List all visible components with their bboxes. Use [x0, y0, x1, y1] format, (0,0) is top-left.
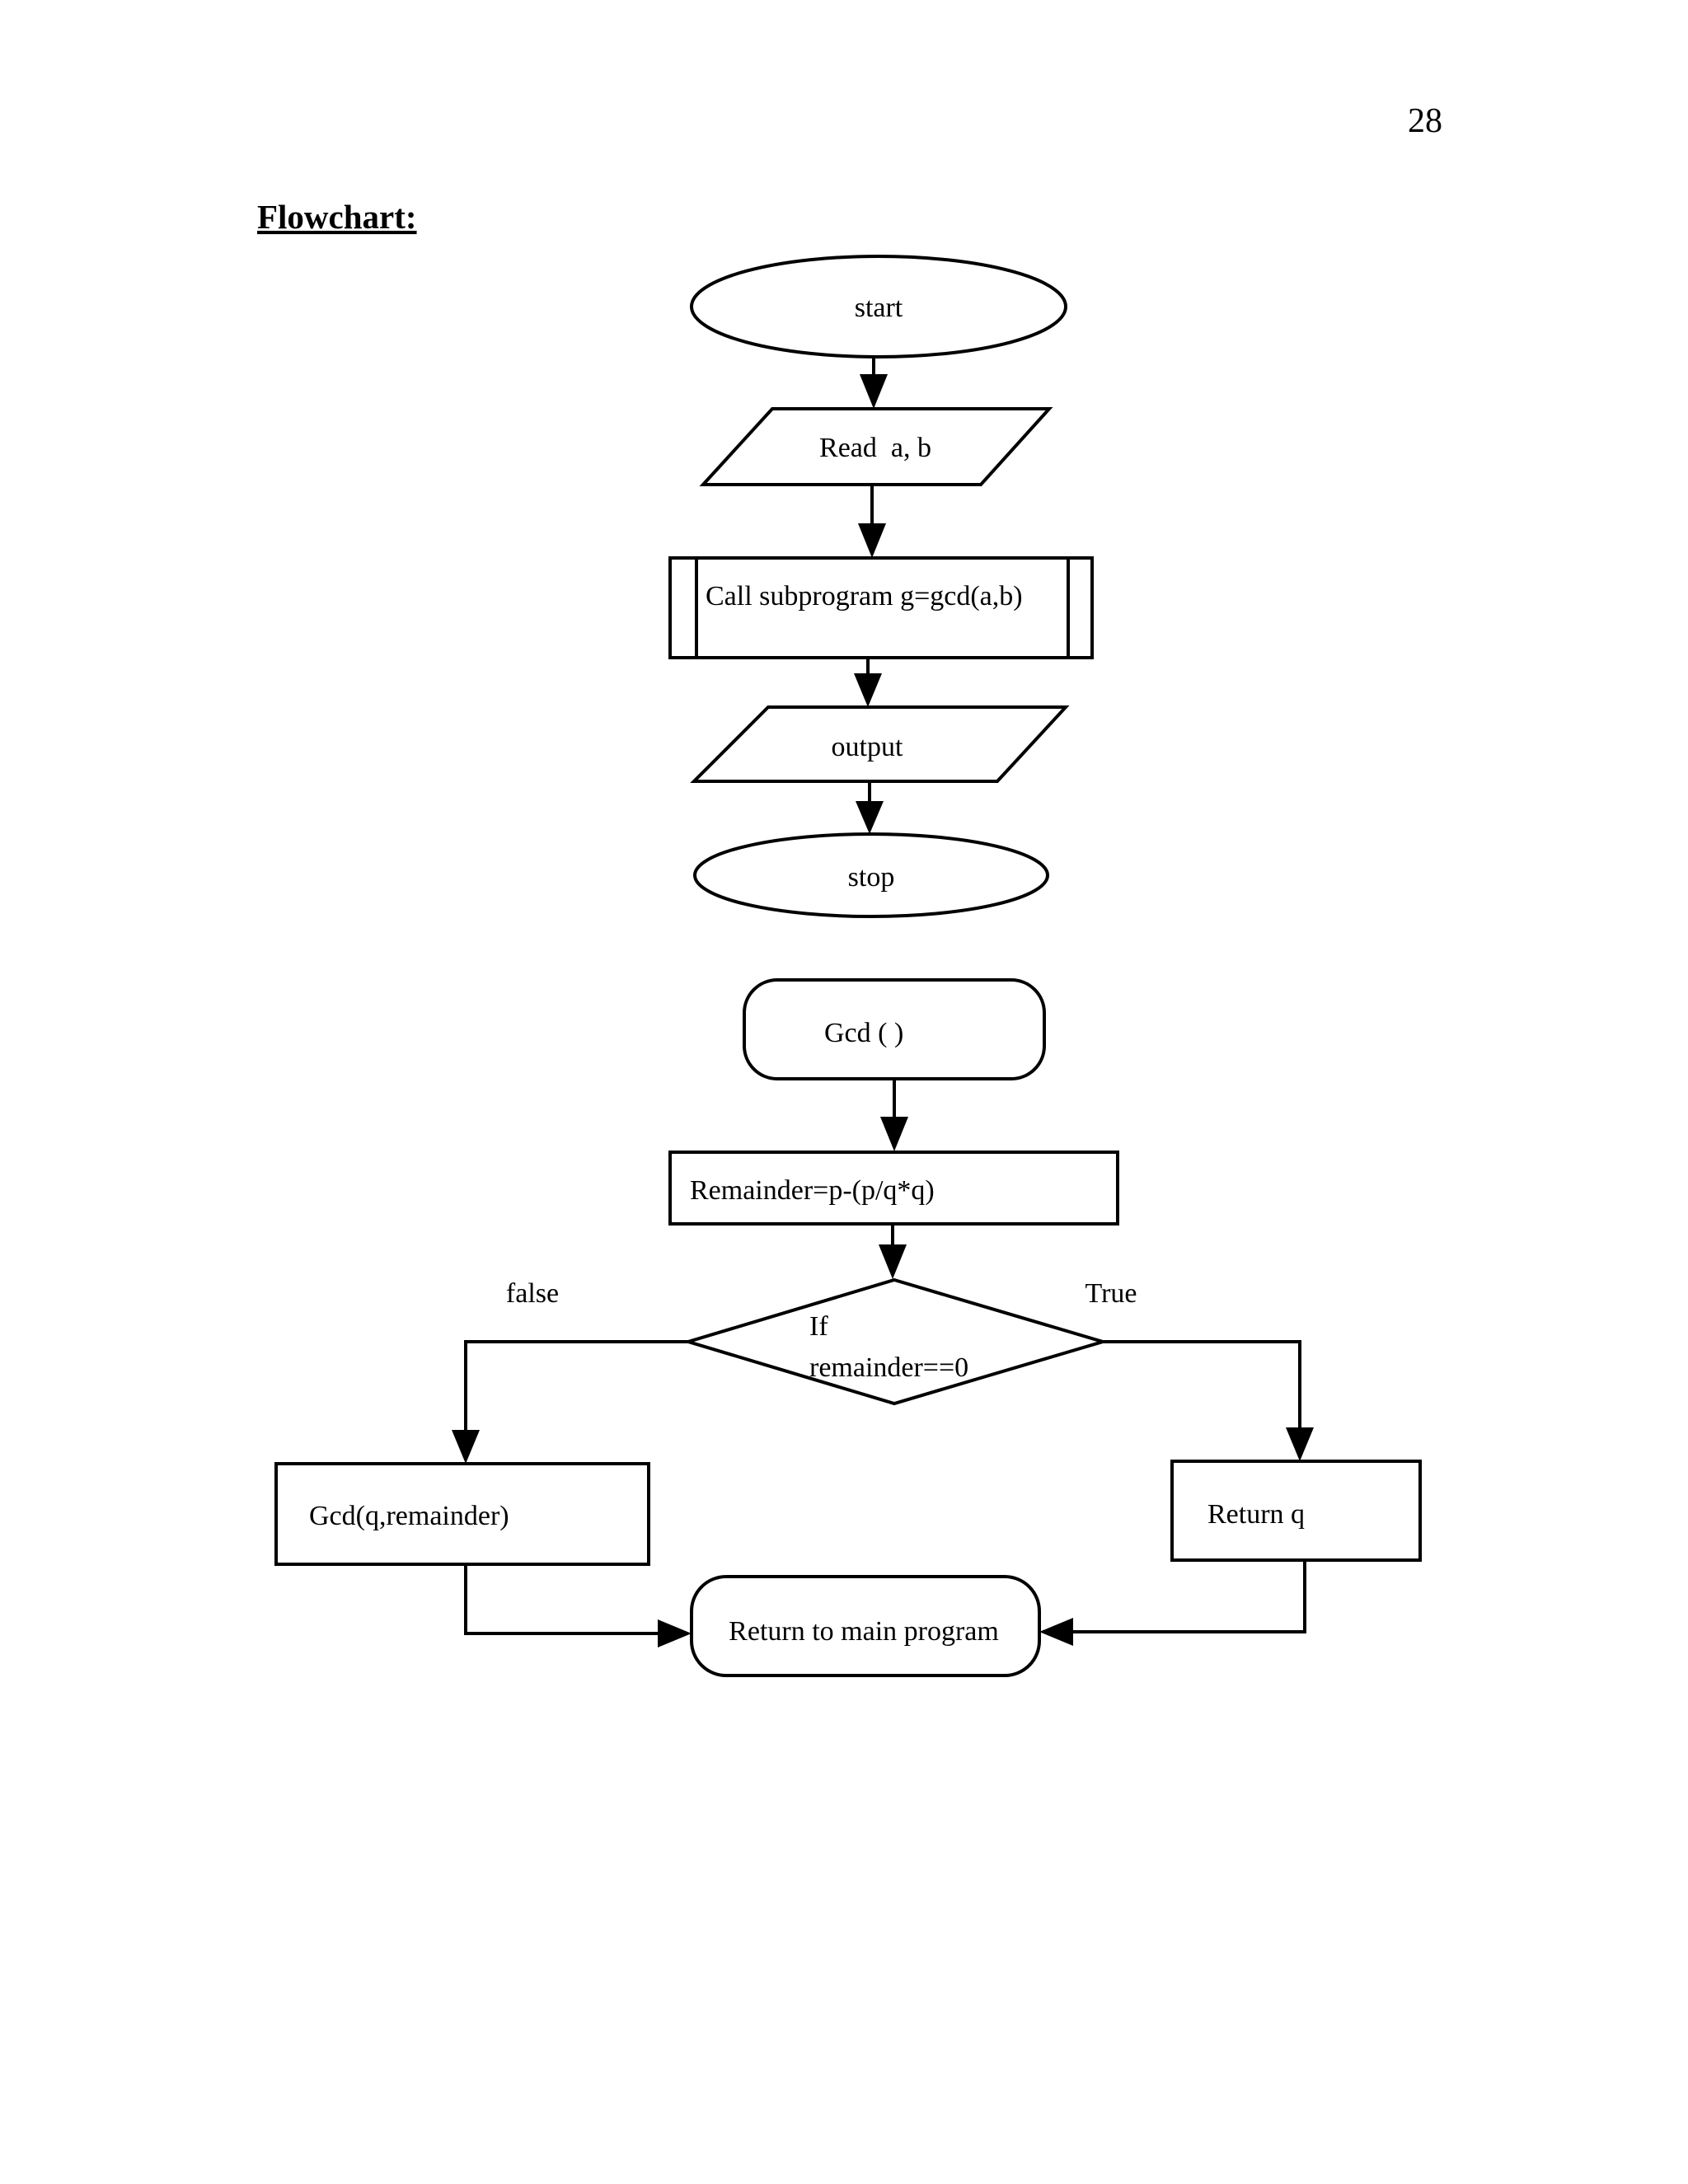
call-rect [668, 556, 1094, 659]
node-start: start [690, 255, 1067, 359]
node-decision: If remainder==0 [682, 1277, 1109, 1406]
return-main-rounded-rect [690, 1575, 1041, 1677]
arrow-start-to-read [860, 358, 888, 409]
node-gcd-recursive: Gcd(q,remainder) [274, 1462, 650, 1566]
return-q-label: Return q [1207, 1499, 1305, 1530]
node-read: Read a, b [699, 407, 1053, 486]
node-call-subprogram: Call subprogram g=gcd(a,b) [668, 556, 1094, 659]
arrow-output-to-stop [856, 781, 884, 834]
arrow-true-branch [1103, 1340, 1314, 1461]
arrow-left-join [464, 1564, 692, 1647]
output-parallelogram [690, 705, 1070, 783]
node-return-main: Return to main program [690, 1575, 1041, 1677]
stop-ellipse [693, 832, 1049, 918]
arrow-false-branch [452, 1340, 688, 1464]
decision-label-line2: remainder==0 [809, 1352, 968, 1383]
true-branch-label: True [1085, 1278, 1137, 1309]
arrowhead-down-icon [854, 673, 882, 707]
node-gcd-entry: Gcd ( ) [743, 978, 1046, 1080]
return-q-rect [1170, 1460, 1422, 1562]
gcd-recursive-rect [274, 1462, 650, 1566]
start-ellipse [690, 255, 1067, 359]
arrowhead-right-icon [658, 1619, 692, 1647]
node-return-q: Return q [1170, 1460, 1422, 1562]
arrowhead-down-icon [1286, 1427, 1314, 1461]
stop-label: stop [848, 862, 895, 893]
call-label: Call subprogram g=gcd(a,b) [706, 581, 1023, 612]
arrow-read-to-call [858, 485, 886, 558]
page-number: 28 [1408, 102, 1442, 140]
remainder-label: Remainder=p-(p/q*q) [690, 1175, 935, 1206]
read-parallelogram [699, 407, 1053, 486]
arrowhead-down-icon [452, 1430, 480, 1464]
decision-diamond [682, 1277, 1109, 1406]
arrowhead-left-icon [1039, 1618, 1073, 1646]
gcd-recursive-label: Gcd(q,remainder) [309, 1501, 509, 1531]
output-label: output [832, 732, 903, 762]
node-stop: stop [693, 832, 1049, 918]
gcd-entry-label: Gcd ( ) [824, 1018, 903, 1048]
arrow-right-join [1039, 1560, 1306, 1646]
return-main-label: Return to main program [729, 1616, 999, 1647]
node-output: output [690, 705, 1070, 783]
connector-elbow [464, 1564, 660, 1635]
arrowhead-down-icon [858, 523, 886, 558]
connector-elbow [1071, 1560, 1306, 1633]
page-title: Flowchart: [257, 198, 417, 236]
connector-elbow [1103, 1340, 1301, 1430]
decision-label-line1: If [809, 1311, 828, 1342]
arrowhead-down-icon [860, 374, 888, 409]
connector-elbow [464, 1340, 688, 1432]
arrowhead-down-icon [856, 801, 884, 834]
arrow-gcd-to-remainder [880, 1079, 908, 1151]
arrowhead-down-icon [880, 1117, 908, 1151]
false-branch-label: false [506, 1278, 559, 1309]
start-label: start [855, 293, 903, 323]
node-remainder: Remainder=p-(p/q*q) [668, 1151, 1119, 1226]
arrow-call-to-output [854, 658, 882, 707]
arrowhead-down-icon [879, 1244, 907, 1279]
arrow-remainder-to-decision [879, 1224, 907, 1279]
read-label: Read a, b [819, 433, 931, 463]
